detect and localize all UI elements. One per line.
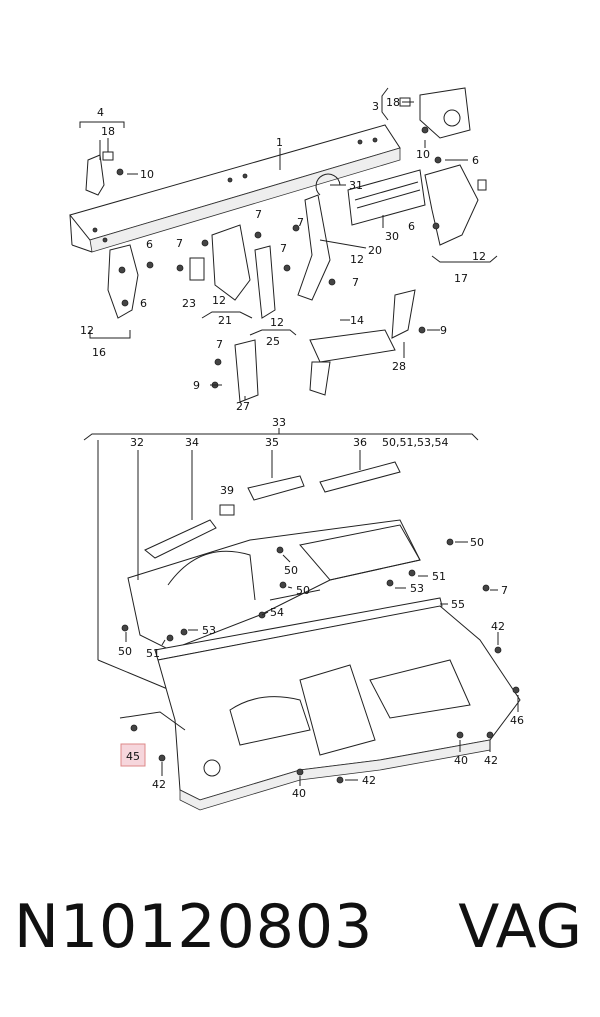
callout-32: 32 (130, 436, 144, 449)
callout-23: 23 (182, 297, 196, 310)
dash-panel-group (83, 433, 521, 811)
callout-53: 53 (410, 582, 424, 595)
callout-6: 6 (140, 297, 147, 310)
callout-31: 31 (349, 179, 363, 192)
callout-16: 16 (92, 346, 106, 359)
callout-40: 40 (454, 754, 468, 767)
callout-10: 10 (140, 168, 154, 181)
callout-21: 21 (218, 314, 232, 327)
callout-3: 3 (372, 100, 379, 113)
callout-12: 12 (350, 253, 364, 266)
callout-7: 7 (352, 276, 359, 289)
callout-50: 50 (284, 564, 298, 577)
callout-18: 18 (101, 125, 115, 138)
cross-member-group (69, 87, 487, 403)
callout-33: 33 (272, 416, 286, 429)
callout-7: 7 (255, 208, 262, 221)
callout-25: 25 (266, 335, 280, 348)
part-number: N10120803 (14, 892, 374, 962)
callout-36: 36 (353, 436, 367, 449)
brand-label: VAG (458, 892, 582, 962)
callout-7: 7 (297, 216, 304, 229)
callout-34: 34 (185, 436, 199, 449)
callout-7: 7 (280, 242, 287, 255)
callout-6: 6 (408, 220, 415, 233)
callout-39: 39 (220, 484, 234, 497)
callout-20: 20 (368, 244, 382, 257)
callout-28: 28 (392, 360, 406, 373)
callout-46: 46 (510, 714, 524, 727)
callout-9: 9 (193, 379, 200, 392)
highlight-box-45 (120, 743, 146, 767)
callout-50: 50 (470, 536, 484, 549)
callout-51: 51 (432, 570, 446, 583)
callout-27: 27 (236, 400, 250, 413)
callout-14: 14 (350, 314, 364, 327)
callout-7: 7 (501, 584, 508, 597)
callout-45: 45 (126, 750, 140, 763)
callout-9: 9 (440, 324, 447, 337)
leader-lines-upper (79, 87, 498, 400)
callout-54: 54 (270, 606, 284, 619)
callout-53: 53 (202, 624, 216, 637)
callout-55: 55 (451, 598, 465, 611)
callout-12: 12 (80, 324, 94, 337)
leader-lines-lower (119, 428, 519, 786)
callout-35: 35 (265, 436, 279, 449)
callout-6: 6 (146, 238, 153, 251)
callout-40: 40 (292, 787, 306, 800)
callout-10: 10 (416, 148, 430, 161)
callout-51: 51 (146, 647, 160, 660)
callout-50: 50 (296, 584, 310, 597)
callout-1: 1 (276, 136, 283, 149)
callout-30: 30 (385, 230, 399, 243)
callout-42: 42 (491, 620, 505, 633)
callout-12: 12 (270, 316, 284, 329)
screw-icons-upper (116, 126, 442, 389)
callout-42: 42 (152, 778, 166, 791)
callout-12: 12 (472, 250, 486, 263)
callout-7: 7 (216, 338, 223, 351)
callout-7: 7 (176, 237, 183, 250)
callout-12: 12 (212, 294, 226, 307)
callouts-upper: 1 4 18 10 3 18 10 6 31 30 20 7 7 7 7 7 7… (80, 96, 486, 413)
screw-icons-lower (121, 538, 520, 784)
callout-4: 4 (97, 106, 104, 119)
callout-6: 6 (472, 154, 479, 167)
callouts-lower: 33 32 34 35 36 50,51,53,54 39 50 50 50 5… (118, 416, 524, 800)
callout-18: 18 (386, 96, 400, 109)
callout-50-51-53-54: 50,51,53,54 (382, 436, 448, 449)
callout-50: 50 (118, 645, 132, 658)
callout-17: 17 (454, 272, 468, 285)
callout-42: 42 (362, 774, 376, 787)
callout-42: 42 (484, 754, 498, 767)
